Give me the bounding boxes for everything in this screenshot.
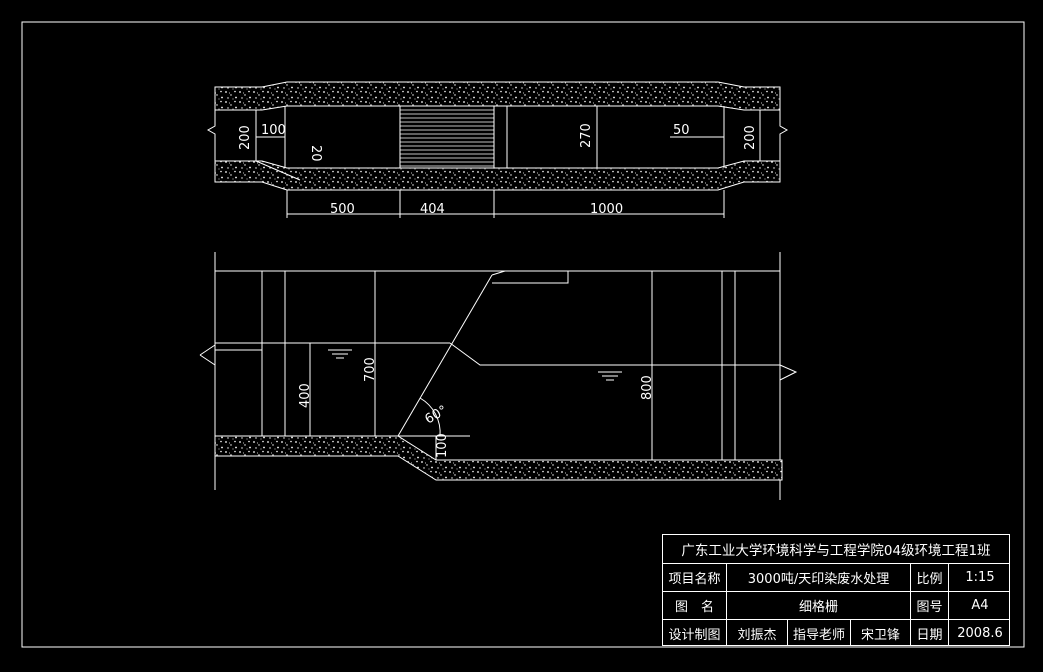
drawing-label: 图 名 — [674, 600, 714, 615]
dim-left-offset: 100 — [261, 123, 286, 138]
drawing-value: 细格栅 — [726, 592, 910, 619]
advisor-value: 宋卫锋 — [850, 620, 910, 646]
scale-value: 1:15 — [948, 564, 1011, 591]
dim-center-width: 270 — [579, 123, 594, 148]
dim-water-depth: 400 — [298, 383, 313, 408]
plan-grille-bars — [400, 109, 494, 167]
date-value: 2008.6 — [948, 620, 1011, 646]
section-view — [199, 252, 798, 500]
title-row-project: 项目名称 3000吨/天印染废水处理 比例 1:15 — [663, 563, 1009, 591]
title-row-drawing: 图 名 细格栅 图号 A4 — [663, 591, 1009, 619]
plan-bottom-wall — [214, 160, 781, 191]
project-value: 3000吨/天印染废水处理 — [726, 564, 910, 591]
designer-label: 设计制图 — [668, 627, 721, 643]
sheet-border — [21, 21, 1025, 648]
scale-label: 比例 — [910, 564, 948, 591]
plan-grille — [399, 105, 495, 169]
plan-dim-labels: 200 100 20 270 50 200 500 404 1000 — [238, 123, 758, 217]
designer-value: 刘振杰 — [726, 620, 787, 646]
dim-slope: 20 — [308, 145, 323, 162]
dim-len-b: 404 — [420, 202, 445, 217]
section-dim-labels: 400 700 60° 100 800 — [298, 357, 655, 458]
dim-left-width: 200 — [238, 125, 253, 150]
plan-view — [206, 81, 789, 218]
dim-angle: 60° — [423, 403, 450, 428]
number-label: 图号 — [910, 592, 948, 619]
date-label: 日期 — [910, 620, 948, 646]
project-label: 项目名称 — [668, 572, 721, 587]
section-channel-bottom — [214, 435, 783, 481]
dim-len-c: 1000 — [590, 202, 623, 217]
dim-len-a: 500 — [330, 202, 355, 217]
dim-right-width: 200 — [743, 125, 758, 150]
dim-grille-height: 700 — [363, 357, 378, 382]
number-value: A4 — [948, 592, 1011, 619]
title-block: 广东工业大学环境科学与工程学院04级环境工程1班 项目名称 3000吨/天印染废… — [662, 534, 1010, 646]
dim-step: 100 — [435, 433, 450, 458]
school-name: 广东工业大学环境科学与工程学院04级环境工程1班 — [681, 543, 991, 559]
plan-break-right — [779, 110, 789, 161]
advisor-label: 指导老师 — [787, 620, 850, 646]
plan-top-wall — [214, 81, 781, 111]
dim-downstream-depth: 800 — [640, 375, 655, 400]
dim-right-offset: 50 — [673, 123, 690, 138]
plan-break-left — [206, 110, 216, 161]
title-row-people: 设计制图 刘振杰 指导老师 宋卫锋 日期 2008.6 — [663, 619, 1009, 646]
